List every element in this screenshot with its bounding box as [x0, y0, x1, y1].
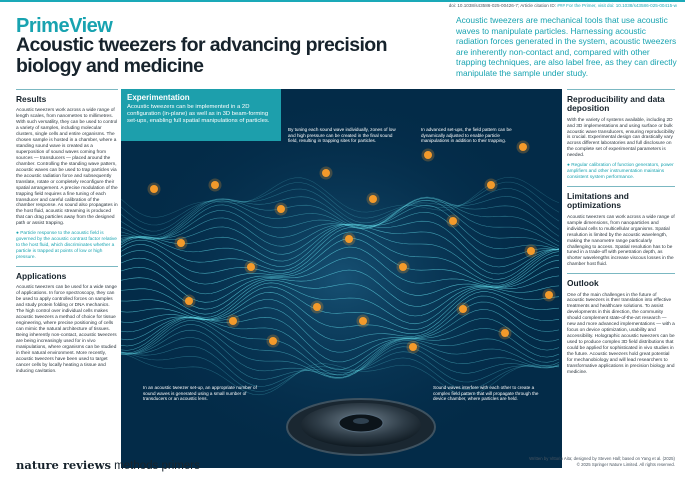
wave-line: [121, 324, 560, 379]
caption-dynamic-field: In advanced set-ups, the field pattern c…: [421, 127, 512, 144]
limitations-body: Acoustic tweezers can work across a wide…: [567, 214, 675, 268]
reproducibility-body: With the variety of systems available, i…: [567, 117, 675, 159]
doi-line: doi: 10.1038/s43586-025-00426-7; Article…: [449, 3, 677, 8]
particle: [359, 317, 367, 325]
wave-line: [121, 282, 560, 325]
speaker-transducer: [286, 398, 436, 456]
experimentation-box: Experimentation Acoustic tweezers can be…: [121, 89, 281, 141]
wave-line: [121, 231, 560, 284]
caption-interference: Sound waves interfere with each other to…: [433, 385, 539, 402]
wave-line: [121, 329, 560, 378]
left-column: Results Acoustic tweezers work across a …: [16, 89, 118, 375]
experimentation-heading: Experimentation: [127, 93, 190, 102]
particle: [229, 317, 237, 325]
applications-body: Acoustic tweezers can be used for a wide…: [16, 285, 117, 374]
credits: Written by Vittorio Aita; designed by St…: [435, 456, 675, 467]
speaker-center: [353, 418, 369, 424]
particles: [147, 140, 556, 354]
wave-line: [121, 197, 560, 247]
credit-copyright: © 2025 Springer Nature Limited. All righ…: [576, 461, 675, 467]
wave-line: [121, 320, 560, 378]
particle: [527, 247, 535, 255]
wave-line: [121, 197, 560, 239]
reproducibility-heading: Reproducibility and data deposition: [567, 93, 665, 114]
particle: [177, 239, 185, 247]
results-heading: Results: [16, 93, 47, 104]
particle: [322, 169, 330, 177]
experimentation-panel: Experimentation Acoustic tweezers can be…: [121, 89, 562, 468]
section-divider: [16, 266, 118, 267]
particle: [519, 143, 527, 151]
particle: [545, 291, 553, 299]
results-note-text: Particle response to the acoustic field …: [16, 231, 117, 261]
caption-trapping-sites: By tuning each sound wave individually, …: [288, 127, 396, 144]
journal-logo-rest: methods primers: [110, 460, 200, 472]
wave-line: [121, 196, 560, 243]
particle: [185, 297, 193, 305]
doi-text: doi: 10.1038/s43586-025-00426-7; Article…: [448, 3, 558, 8]
wave-line: [121, 351, 560, 392]
section-divider: [567, 89, 675, 90]
wave-line: [121, 317, 560, 376]
outlook-heading: Outlook: [567, 278, 599, 289]
wave-line: [121, 212, 560, 259]
primer-link[interactable]: ### For the Primer, visit doi: 10.1038/s…: [557, 3, 677, 8]
particle: [459, 305, 467, 313]
particle: [277, 205, 285, 213]
particle: [487, 181, 495, 189]
particle: [501, 329, 509, 337]
limitations-heading: Limitations and optimizations: [567, 190, 629, 211]
wave-line: [121, 337, 560, 380]
standfirst: Acoustic tweezers are mechanical tools t…: [456, 15, 677, 78]
wave-line: [121, 227, 560, 280]
page-title: Acoustic tweezers for advancing precisio…: [16, 34, 388, 77]
particle: [449, 217, 457, 225]
right-column: Reproducibility and data deposition With…: [567, 89, 675, 376]
reproducibility-note-text: Regular calibration of function generato…: [567, 163, 674, 181]
particle: [424, 151, 432, 159]
wave-line: [121, 181, 560, 226]
caption-transducers: In an acoustic tweezer set-up, an approp…: [143, 385, 257, 402]
particle: [399, 263, 407, 271]
journal-logo: nature reviews methods primers: [16, 458, 200, 472]
credit-authors: Written by Vittorio Aita; designed by St…: [529, 456, 675, 461]
top-accent-line: [0, 0, 685, 2]
particle: [369, 195, 377, 203]
section-divider: [16, 89, 118, 90]
section-divider: [567, 186, 675, 187]
results-body: Acoustic tweezers work across a wide ran…: [16, 108, 118, 227]
wave-line: [121, 238, 560, 286]
wave-line: [121, 220, 560, 268]
brand-title: PrimeView: [16, 15, 113, 37]
particle: [345, 235, 353, 243]
wave-line: [121, 196, 560, 236]
particle: [247, 263, 255, 271]
journal-logo-bold: nature reviews: [16, 458, 111, 472]
wave-line: [121, 301, 560, 353]
particle: [313, 303, 321, 311]
particle: [211, 181, 219, 189]
results-note: ● Particle response to the acoustic fiel…: [16, 231, 117, 261]
wave-line: [121, 316, 560, 370]
section-divider: [567, 273, 675, 275]
wave-line: [121, 275, 560, 317]
acoustic-field-illustration: [121, 89, 562, 468]
particle: [269, 337, 277, 345]
top-bar: doi: 10.1038/s43586-025-00426-7; Article…: [0, 0, 685, 14]
particle: [409, 343, 417, 351]
wave-line: [121, 200, 560, 249]
wave-line: [121, 346, 560, 387]
wave-lines: [121, 176, 560, 396]
experimentation-intro: Acoustic tweezers can be implemented in …: [127, 104, 270, 125]
wave-line: [121, 352, 560, 396]
wave-line: [121, 176, 560, 218]
particle: [150, 185, 158, 193]
wave-line: [121, 204, 560, 251]
outlook-body: One of the main challenges in the future…: [567, 292, 675, 375]
wave-line: [121, 246, 560, 295]
wave-line: [121, 224, 560, 275]
reproducibility-note: ● Regular calibration of function genera…: [567, 163, 674, 181]
applications-heading: Applications: [16, 270, 67, 281]
wave-line: [121, 188, 560, 232]
